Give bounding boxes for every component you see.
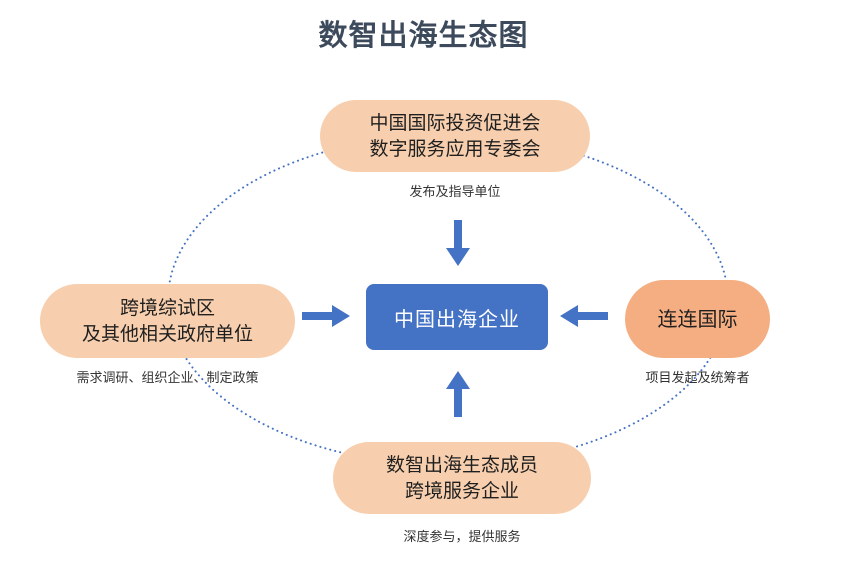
caption-bottom: 深度参与，提供服务	[403, 530, 521, 545]
node-line: 数字服务应用专委会	[369, 138, 541, 160]
node-investment-promotion-association: 中国国际投资促进会 数字服务应用专委会	[320, 100, 590, 172]
center-label: 中国出海企业	[394, 306, 520, 331]
diagram-title: 数智出海生态图	[318, 18, 529, 52]
caption-top: 发布及指导单位	[409, 185, 501, 200]
node-line: 跨境服务企业	[404, 480, 519, 502]
center-node-chinese-outbound-enterprises: 中国出海企业	[366, 284, 548, 350]
arrow-right-icon	[302, 305, 350, 327]
caption-left: 需求调研、组织企业、制定政策	[76, 371, 259, 386]
node-lianlian-international: 连连国际	[625, 280, 770, 358]
node-line: 连连国际	[657, 307, 738, 331]
node-line: 及其他相关政府单位	[81, 323, 253, 345]
node-ecosystem-members: 数智出海生态成员 跨境服务企业	[333, 442, 591, 514]
node-line: 数智出海生态成员	[385, 454, 538, 476]
node-line: 跨境综试区	[119, 297, 215, 319]
node-line: 中国国际投资促进会	[369, 112, 541, 134]
arrow-down-icon	[446, 220, 470, 266]
caption-right: 项目发起及统筹者	[645, 371, 750, 386]
arrow-left-icon	[560, 305, 608, 327]
node-government-units: 跨境综试区 及其他相关政府单位	[40, 284, 295, 358]
arrow-up-icon	[446, 371, 470, 417]
